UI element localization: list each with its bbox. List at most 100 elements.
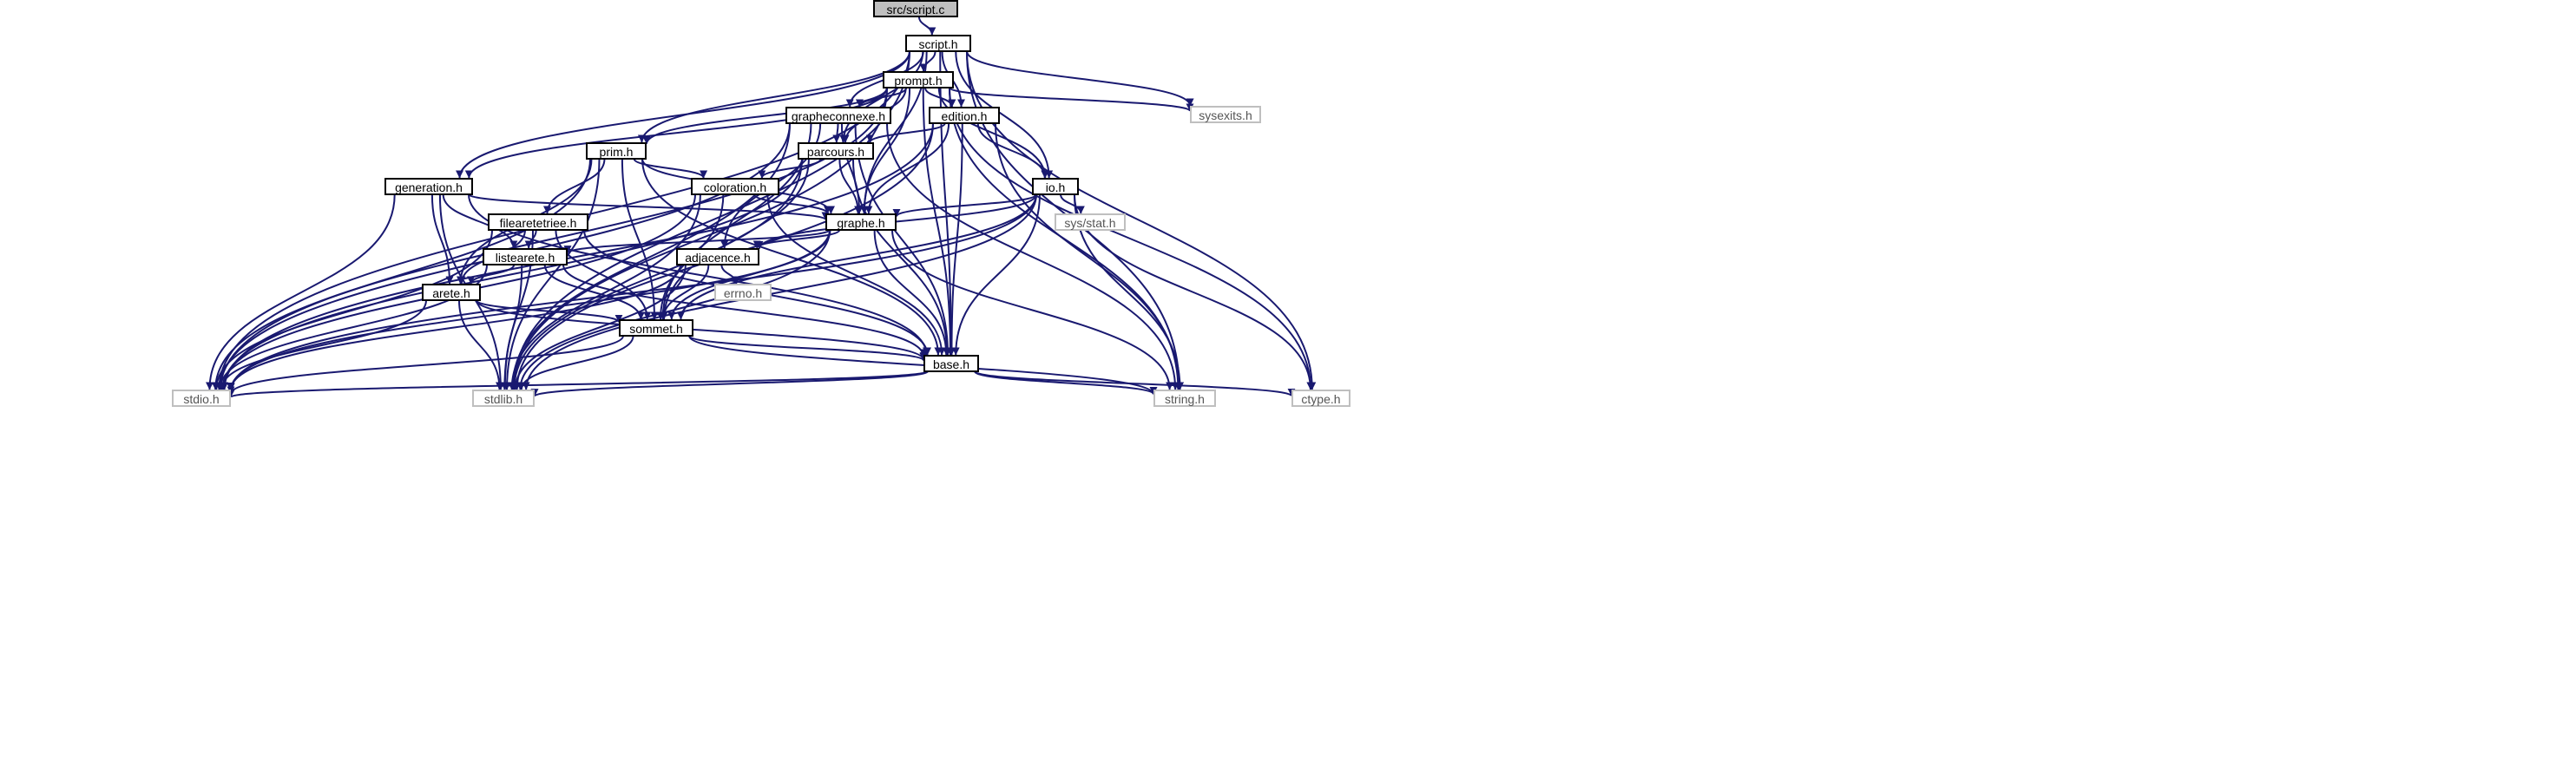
- edge-script-h-to-sysexits-h: [966, 50, 1194, 107]
- node-prompt-h[interactable]: prompt.h: [883, 71, 954, 88]
- edge-arete-h-to-sommet-h: [476, 299, 623, 324]
- node-coloration-h[interactable]: coloration.h: [691, 178, 779, 195]
- edge-edition-h-to-base-h: [947, 122, 963, 356]
- edge-listearete-h-to-sommet-h: [543, 264, 645, 320]
- node-label: base.h: [933, 357, 969, 371]
- node-base-h[interactable]: base.h: [923, 355, 979, 372]
- edge-edition-h-to-parcours-h: [865, 122, 946, 143]
- edge-coloration-h-to-base-h: [766, 193, 946, 356]
- node-label: io.h: [1046, 180, 1066, 194]
- node-grapheconnexe-h[interactable]: grapheconnexe.h: [785, 107, 891, 124]
- edge-parcours-h-to-stdlib-h: [509, 158, 803, 390]
- edge-base-h-to-ctype-h: [974, 370, 1296, 397]
- edge-generation-h-to-arete-h: [430, 193, 454, 285]
- node-label: sommet.h: [629, 322, 682, 336]
- node-box: [1032, 178, 1079, 195]
- node-box: [483, 248, 568, 265]
- edge-parcours-h-to-base-h: [851, 158, 951, 356]
- node-prim-h[interactable]: prim.h: [586, 142, 647, 160]
- edge-prompt-h-to-base-h: [922, 87, 955, 356]
- node-generation-h[interactable]: generation.h: [384, 178, 473, 195]
- edge-arete-h-to-base-h: [476, 299, 928, 361]
- edge-listearete-h-to-arete-h: [467, 264, 516, 285]
- node-sysexits-h: sysexits.h: [1190, 106, 1261, 123]
- edge-io-h-to-base-h: [951, 193, 1041, 356]
- edge-graphe-h-to-stdlib-h: [516, 229, 831, 390]
- node-filearetetriee-h[interactable]: filearetetriee.h: [488, 213, 588, 231]
- edge-script-h-to-base-h: [939, 50, 956, 356]
- node-box: [691, 178, 779, 195]
- edge-edition-h-to-io-h: [976, 122, 1049, 179]
- node-label: sys/stat.h: [1064, 216, 1115, 230]
- edge-prompt-h-to-io-h: [937, 87, 1049, 179]
- node-label: filearetetriee.h: [500, 216, 577, 230]
- node-label: string.h: [1165, 392, 1205, 406]
- node-io-h[interactable]: io.h: [1032, 178, 1079, 195]
- edge-edition-h-to-string-h: [995, 122, 1183, 390]
- edge-sommet-h-to-base-h: [688, 335, 928, 362]
- node-label: prompt.h: [894, 74, 942, 88]
- node-script-h[interactable]: script.h: [905, 35, 971, 52]
- node-label: graphe.h: [837, 216, 884, 230]
- node-adjacence-h[interactable]: adjacence.h: [676, 248, 759, 265]
- node-box: [929, 107, 1000, 124]
- edge-prompt-h-to-graphe-h: [860, 87, 911, 214]
- edge-grapheconnexe-h-to-graphe-h: [840, 122, 864, 214]
- edge-sommet-h-to-stdio-h: [227, 335, 624, 395]
- edge-io-h-to-graphe-h: [892, 193, 1037, 218]
- edge-grapheconnexe-h-to-parcours-h: [832, 122, 841, 143]
- node-box: [172, 390, 231, 407]
- edge-filearetetriee-h-to-stdio-h: [212, 229, 493, 390]
- node-label: stdio.h: [183, 392, 219, 406]
- node-graphe-h[interactable]: graphe.h: [825, 213, 897, 231]
- node-edition-h[interactable]: edition.h: [929, 107, 1000, 124]
- edge-adjacence-h-to-errno-h: [720, 264, 740, 285]
- edge-graphe-h-to-adjacence-h: [752, 229, 841, 249]
- node-box: [714, 284, 772, 301]
- node-label: grapheconnexe.h: [792, 109, 885, 123]
- node-errno-h: errno.h: [714, 284, 772, 301]
- node-box: [825, 213, 897, 231]
- node-box: [619, 319, 693, 337]
- edge-adjacence-h-to-sommet-h: [659, 264, 710, 320]
- node-sys-stat-h: sys/stat.h: [1055, 213, 1126, 231]
- node-stdio-h: stdio.h: [172, 390, 231, 407]
- node-parcours-h[interactable]: parcours.h: [798, 142, 874, 160]
- edge-parcours-h-to-coloration-h: [758, 158, 822, 179]
- edge-adjacence-h-to-stdio-h: [227, 264, 681, 390]
- node-label: stdlib.h: [484, 392, 522, 406]
- node-label: prim.h: [600, 145, 634, 159]
- node-label: arete.h: [432, 286, 470, 300]
- edge-graphe-h-to-base-h: [873, 229, 950, 356]
- node-listearete-h[interactable]: listearete.h: [483, 248, 568, 265]
- node-script-c[interactable]: src/script.c: [873, 0, 958, 17]
- edge-base-h-to-stdlib-h: [530, 370, 929, 397]
- node-box: [422, 284, 481, 301]
- node-box: [384, 178, 473, 195]
- edge-script-c-to-script-h: [917, 16, 936, 36]
- node-label: edition.h: [942, 109, 988, 123]
- edge-coloration-h-to-stdlib-h: [508, 193, 701, 390]
- edge-grapheconnexe-h-to-stdlib-h: [508, 122, 791, 390]
- edge-io-h-to-adjacence-h: [755, 193, 1037, 250]
- nodes-layer: src/script.c script.h prompt.h grapheconnex…: [172, 0, 1350, 407]
- edge-io-h-to-sommet-h: [676, 193, 1037, 320]
- node-sommet-h[interactable]: sommet.h: [619, 319, 693, 337]
- edge-prompt-h-to-generation-h: [464, 87, 888, 179]
- edge-generation-h-to-listearete-h: [442, 193, 518, 249]
- edge-prim-h-to-coloration-h: [633, 158, 708, 179]
- edge-prim-h-to-filearetetriee-h: [542, 158, 606, 214]
- node-label: errno.h: [724, 286, 762, 300]
- node-box: [923, 355, 979, 372]
- node-box: [586, 142, 647, 160]
- edge-grapheconnexe-h-to-base-h: [854, 122, 952, 356]
- node-label: adjacence.h: [685, 251, 751, 265]
- edge-prim-h-to-stdlib-h: [503, 158, 601, 390]
- edge-prompt-h-to-sysexits-h: [949, 87, 1194, 112]
- edge-listearete-h-to-stdlib-h: [500, 264, 523, 390]
- edge-script-h-to-prompt-h: [919, 50, 936, 72]
- edge-grapheconnexe-h-to-string-h: [886, 122, 1180, 390]
- edge-script-h-to-prim-h: [637, 50, 910, 143]
- node-box: [1291, 390, 1350, 407]
- node-arete-h[interactable]: arete.h: [422, 284, 481, 301]
